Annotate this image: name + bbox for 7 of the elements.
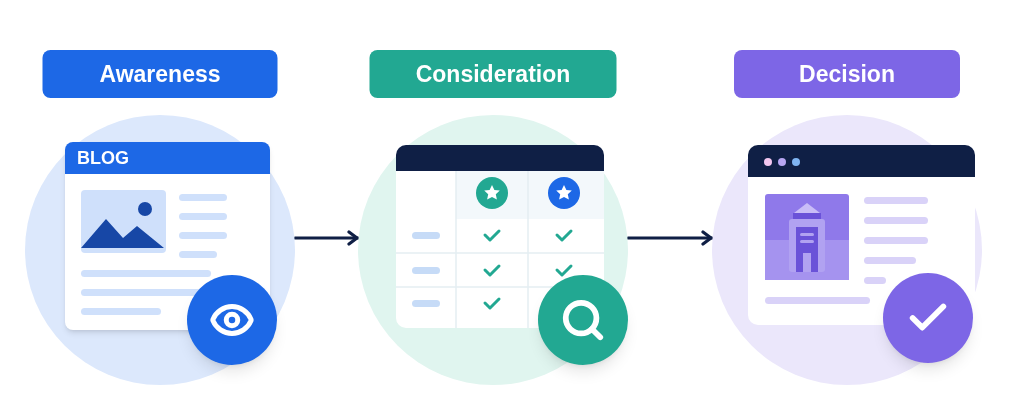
card-title: BLOG	[77, 149, 129, 167]
stage-heading: Consideration	[369, 50, 617, 98]
stage-heading: Decision	[734, 50, 960, 98]
stage-heading: Awareness	[42, 50, 278, 98]
arrow	[293, 230, 360, 246]
blog-card	[65, 142, 270, 330]
arrow	[626, 230, 714, 246]
